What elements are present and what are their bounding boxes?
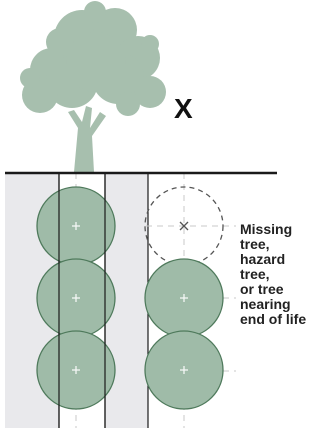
plus-icon bbox=[72, 222, 80, 374]
note-line: nearing bbox=[240, 296, 291, 312]
note-line: tree, bbox=[240, 266, 270, 282]
close-icon bbox=[179, 221, 189, 231]
missing-tree-note: Missing tree, hazard tree, or tree neari… bbox=[240, 222, 332, 327]
tree-illustration bbox=[20, 1, 166, 172]
note-line: tree, bbox=[240, 236, 270, 252]
strip-lines-overlay bbox=[58, 173, 106, 428]
right-row-trees bbox=[144, 186, 224, 410]
missing-tree-outline bbox=[144, 186, 224, 266]
tree-canopy bbox=[20, 1, 166, 116]
tree-trunk bbox=[68, 106, 106, 172]
note-line: end of life bbox=[240, 311, 307, 327]
note-line: Missing bbox=[240, 221, 293, 237]
x-marker-label: X bbox=[174, 93, 193, 124]
note-line: hazard bbox=[240, 251, 286, 267]
left-row-trees bbox=[36, 186, 116, 410]
plus-icon bbox=[180, 294, 188, 374]
note-line: or tree bbox=[240, 281, 284, 297]
